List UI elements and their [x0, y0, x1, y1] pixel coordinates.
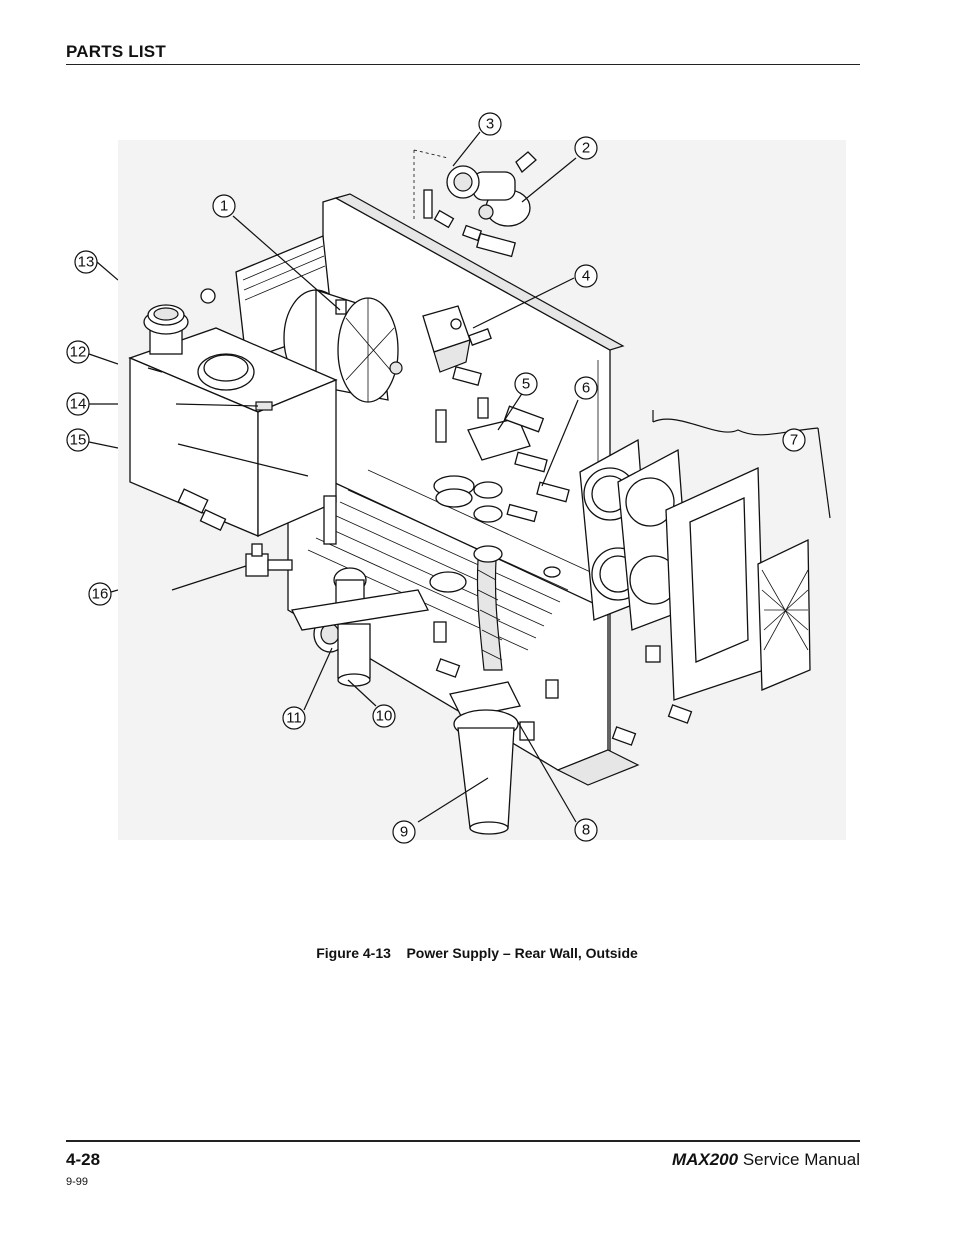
- filter-regulator-part-10-11: [291, 567, 429, 687]
- svg-text:9: 9: [400, 824, 408, 841]
- svg-text:15: 15: [70, 432, 87, 449]
- left-callouts: 13 12 14 15 16: [66, 250, 118, 606]
- check-valve-part-2: [413, 149, 537, 227]
- header-rule: [66, 64, 860, 65]
- svg-text:14: 14: [70, 396, 87, 413]
- hardware-fittings: [323, 475, 693, 746]
- svg-text:2: 2: [582, 140, 590, 157]
- fan-cover-part-7: [652, 410, 831, 701]
- svg-text:16: 16: [92, 586, 109, 603]
- svg-text:4: 4: [582, 268, 590, 285]
- exploded-diagram: 1 2 3 4 5 6 7 8 9 10 11: [66, 110, 848, 850]
- pressure-gauge-part-13: [143, 288, 216, 355]
- callout-11: 11: [282, 706, 306, 730]
- footer-rule: [66, 1140, 860, 1142]
- svg-text:7: 7: [790, 432, 798, 449]
- braided-hose: [473, 545, 503, 671]
- callout-7: 7: [782, 428, 806, 452]
- date-code: 9-99: [66, 1176, 89, 1188]
- svg-text:13: 13: [78, 254, 95, 271]
- callout-14: 14: [66, 392, 90, 416]
- product-name: MAX200: [671, 1150, 739, 1169]
- manual-title: MAX200 Service Manual: [672, 1150, 860, 1170]
- callout-8: 8: [574, 818, 598, 842]
- section-title: PARTS LIST: [66, 42, 166, 61]
- callout-leader-lines: [147, 131, 579, 823]
- callout-4: 4: [574, 264, 598, 288]
- callout-3: 3: [478, 112, 502, 136]
- callout-9: 9: [392, 820, 416, 844]
- callout-12-left: 12: [66, 340, 90, 364]
- svg-text:1: 1: [220, 198, 228, 215]
- callout-15: 15: [66, 428, 90, 452]
- figure-caption: Figure 4-13 Power Supply – Rear Wall, Ou…: [316, 945, 638, 961]
- solenoid-valve-part-4: [422, 305, 492, 386]
- callout-6: 6: [574, 376, 598, 400]
- flow-switch-part-16: [177, 488, 293, 577]
- motor-part-1: [283, 289, 403, 403]
- callout-10: 10: [372, 704, 396, 728]
- svg-text:5: 5: [522, 376, 530, 393]
- manifold-block-part-5: [435, 397, 545, 461]
- callout-1: 1: [212, 194, 236, 218]
- svg-text:10: 10: [376, 708, 393, 725]
- page-number: 4-28: [66, 1150, 101, 1169]
- fitting-part-3: [423, 165, 516, 258]
- svg-text:8: 8: [582, 822, 590, 839]
- svg-text:3: 3: [486, 116, 494, 133]
- callout-2: 2: [574, 136, 598, 160]
- manual-name: Service Manual: [742, 1150, 860, 1169]
- water-filter-part-8-9: [449, 681, 535, 835]
- callout-13: 13: [74, 250, 98, 274]
- callout-5: 5: [514, 372, 538, 396]
- base-tray: [287, 469, 640, 786]
- svg-text:11: 11: [286, 710, 302, 727]
- svg-text:12: 12: [70, 344, 87, 361]
- svg-text:6: 6: [582, 380, 590, 397]
- callout-16: 16: [88, 582, 112, 606]
- fitting-part-6: [506, 451, 570, 523]
